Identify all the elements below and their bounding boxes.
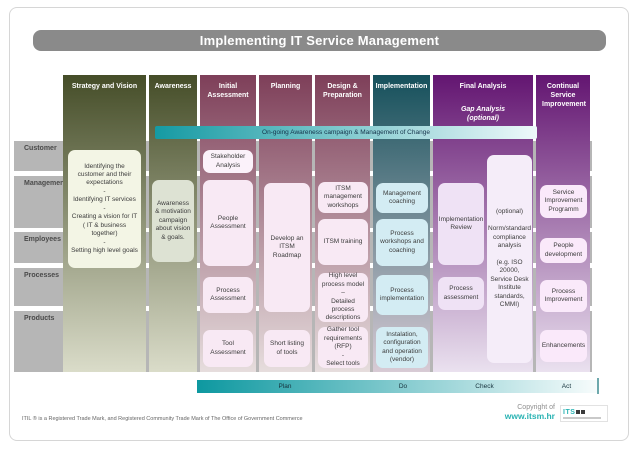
column-header: Awareness <box>154 83 192 90</box>
copyright-label: Copyright of <box>517 404 555 411</box>
row-label-management: Management <box>24 180 67 187</box>
process-model-box: High level process model – Detailed proc… <box>318 272 368 322</box>
stakeholder-analysis-box: Stakeholder Analysis <box>203 150 253 173</box>
column-header: Implementation <box>375 83 428 90</box>
copyright-block: Copyright of www.itsm.hr <box>472 404 555 421</box>
pdca-plan: Plan <box>278 383 292 390</box>
short-listing-tools-box: Short listing of tools <box>264 330 310 367</box>
process-assessment-box: Process Assessment <box>203 277 253 313</box>
gather-tool-requirements-box: Gather tool requirements (RFP) - Select … <box>318 326 368 368</box>
page-title: Implementing IT Service Management <box>33 30 606 51</box>
column-continual-service-improvement: Continual Service Improvement <box>536 75 590 372</box>
installation-configuration-box: Instalation, configuration and operation… <box>376 327 428 368</box>
norm-standard-compliance-box: (optional) Norm/standard compliance anal… <box>487 155 532 363</box>
logo-mark: ITS <box>563 408 586 416</box>
itsm-roadmap-box: Develop an ITSM Roadmap <box>264 183 310 312</box>
column-subheader-gap-analysis: Gap Analysis (optional) <box>460 106 506 123</box>
itsm-training-box: ITSM training <box>318 219 368 265</box>
process-improvement-box: Process Improvement <box>540 280 587 312</box>
process-implementation-box: Process implementation <box>376 275 428 315</box>
implementation-review-box: Implementation Review <box>438 183 484 265</box>
pdca-bar <box>197 380 597 393</box>
strategy-vision-box: Identifying the customer and their expec… <box>68 150 141 268</box>
itsm-logo: ITS <box>560 405 608 422</box>
column-header: Continual Service Improvement <box>542 83 586 109</box>
logo-square-icon <box>581 410 586 414</box>
row-label-customer: Customer <box>24 145 57 152</box>
column-header: Final Analysis <box>459 83 507 90</box>
people-assessment-box: People Assessment <box>203 180 253 266</box>
itsm-management-workshops-box: ITSM management workshops <box>318 182 368 213</box>
management-coaching-box: Management coaching <box>376 183 428 213</box>
awareness-box: Awareness & motivation campaign about vi… <box>152 180 194 262</box>
final-process-assessment-box: Process assessment <box>438 277 484 310</box>
people-development-box: People development <box>540 238 587 263</box>
pdca-do: Do <box>398 383 408 390</box>
service-improvement-programm-box: Service Improvement Programm <box>540 185 587 218</box>
process-workshops-coaching-box: Process workshops and coaching <box>376 219 428 266</box>
column-header: Planning <box>270 83 301 90</box>
pdca-check: Check <box>475 383 494 390</box>
ongoing-awareness-banner: On-going Awareness campaign & Management… <box>155 126 537 139</box>
itil-trademark-note: ITIL ® is a Registered Trade Mark, and R… <box>22 416 303 422</box>
row-label-processes: Processes <box>24 272 60 279</box>
pdca-act: Act <box>561 383 572 390</box>
tool-assessment-box: Tool Assessment <box>203 330 253 367</box>
enhancements-box: Enhancements <box>540 330 587 362</box>
pdca-end-cap <box>597 378 599 394</box>
column-header: Strategy and Vision <box>71 83 138 90</box>
logo-square-icon <box>576 410 581 414</box>
itsm-link[interactable]: www.itsm.hr <box>504 411 555 421</box>
row-label-products: Products <box>24 315 55 322</box>
row-label-employees: Employees <box>24 236 61 243</box>
logo-tagline <box>563 416 601 419</box>
column-header: Initial Assessment <box>207 83 249 100</box>
logo-text: ITS <box>563 408 576 416</box>
column-header: Design & Preparation <box>323 83 362 100</box>
